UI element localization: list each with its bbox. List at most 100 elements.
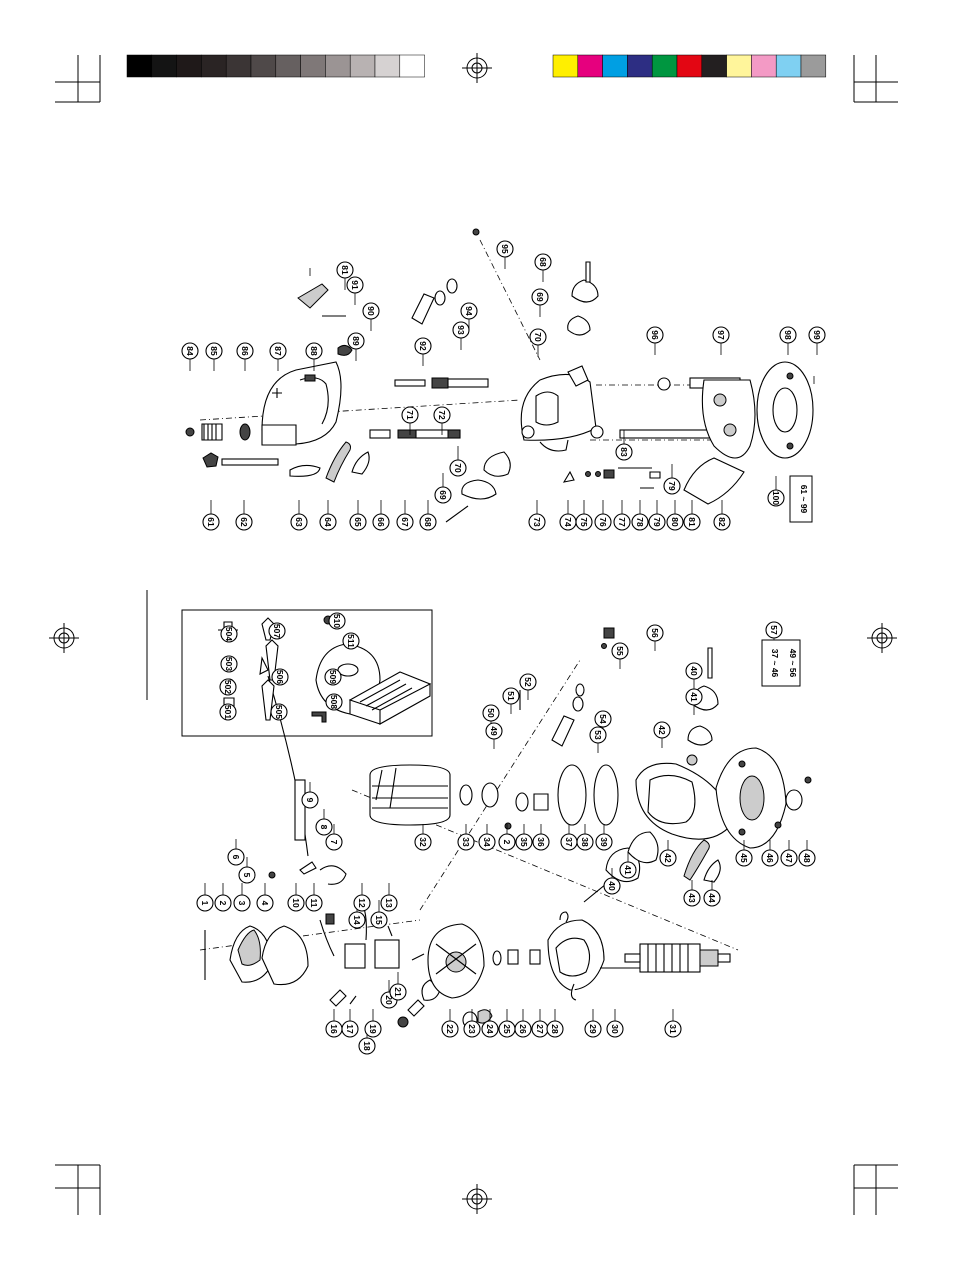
color-swatch: [800, 54, 827, 78]
svg-text:26: 26: [518, 1024, 528, 1034]
svg-text:510: 510: [332, 614, 342, 628]
callout-lower-18: 18: [358, 1037, 376, 1055]
svg-text:23: 23: [467, 1024, 477, 1034]
svg-text:39: 39: [599, 837, 609, 847]
callout-lower-7: 7: [325, 833, 343, 851]
callout-lower-23: 23: [463, 1020, 481, 1038]
gray-swatch: [275, 54, 301, 78]
svg-text:91: 91: [350, 280, 360, 290]
svg-text:27: 27: [535, 1024, 545, 1034]
svg-text:79: 79: [652, 517, 662, 527]
svg-text:100: 100: [771, 491, 781, 505]
svg-text:87: 87: [273, 346, 283, 356]
part-35-bearing: [515, 792, 529, 812]
color-swatch: [627, 54, 653, 78]
svg-text:25: 25: [502, 1024, 512, 1034]
callout-lower-53: 53: [589, 726, 607, 744]
callout-lower-35: 35: [515, 833, 533, 851]
part-84-nut: [185, 427, 195, 437]
svg-text:44: 44: [707, 893, 717, 903]
callout-lower-12: 12: [353, 894, 371, 912]
callout-upper-89: 89: [347, 332, 365, 350]
svg-text:36: 36: [536, 837, 546, 847]
svg-text:75: 75: [579, 517, 589, 527]
part-85-collet: [201, 423, 223, 441]
part-31-armature: [624, 943, 731, 973]
color-swatch: [751, 54, 777, 78]
callout-lower-36: 36: [532, 833, 550, 851]
svg-text:11: 11: [309, 899, 319, 908]
color-swatch: [726, 54, 752, 78]
callout-lower-54: 54: [594, 710, 612, 728]
callout-lower-16: 16: [325, 1020, 343, 1038]
svg-text:1: 1: [200, 901, 210, 906]
svg-text:40: 40: [689, 666, 699, 676]
svg-text:506: 506: [275, 670, 285, 684]
svg-text:88: 88: [309, 346, 319, 356]
color-swatch: [701, 54, 727, 78]
svg-text:14: 14: [352, 915, 362, 925]
svg-text:68: 68: [538, 257, 548, 267]
part-71-pin: [394, 379, 426, 387]
svg-text:6: 6: [231, 855, 241, 860]
svg-text:69: 69: [535, 292, 545, 302]
part-61-knob: [202, 452, 219, 468]
part-14-switch: [344, 943, 366, 969]
part-16-brush-holder: [329, 989, 347, 1007]
callout-lower-1: 1: [196, 894, 214, 912]
svg-text:80: 80: [670, 517, 680, 527]
callout-upper-73: 73: [528, 513, 546, 531]
callout-lower-28: 28: [546, 1020, 564, 1038]
svg-text:99: 99: [812, 330, 822, 340]
part-19-brush: [407, 999, 425, 1017]
callout-upper-83: 83: [615, 443, 633, 461]
svg-text:4: 4: [260, 901, 270, 906]
part-55-ball: [601, 643, 607, 649]
part-42-nut-lower: [627, 831, 659, 864]
callout-lower-25: 25: [498, 1020, 516, 1038]
lower-group-box: 37 ~ 46 49 ~ 56: [761, 639, 801, 687]
gray-swatch: [399, 54, 425, 78]
part-15-bracket: [374, 939, 400, 969]
callout-upper-69: 69: [531, 288, 549, 306]
callout-lower-30: 30: [606, 1020, 624, 1038]
callout-upper-77: 77: [613, 513, 631, 531]
svg-text:8: 8: [319, 825, 329, 830]
gray-swatch: [176, 54, 202, 78]
callout-upper-97: 97: [712, 326, 730, 344]
part-93-washer: [434, 290, 446, 306]
part-40-bolt-lower: [583, 883, 607, 903]
svg-text:93: 93: [456, 325, 466, 335]
svg-text:22: 22: [445, 1024, 455, 1034]
gray-swatch: [325, 54, 351, 78]
svg-text:507: 507: [272, 624, 282, 638]
callout-lower-3: 3: [233, 894, 251, 912]
color-swatch: [602, 54, 628, 78]
svg-text:73: 73: [532, 517, 542, 527]
upper-assembly: [185, 228, 815, 523]
svg-text:24: 24: [485, 1024, 495, 1034]
svg-text:32: 32: [418, 837, 428, 847]
callout-lower-42: 42: [653, 721, 671, 739]
part-44-cover: [703, 859, 721, 883]
svg-text:61: 61: [206, 517, 216, 527]
callout-upper-85: 85: [205, 342, 223, 360]
svg-text:77: 77: [617, 517, 627, 527]
part-96-ring-b: [657, 377, 671, 391]
lower-group-range-a: 37 ~ 46: [770, 649, 780, 678]
callout-upper-81: 81: [683, 513, 701, 531]
part-62-rod: [221, 458, 279, 466]
part-42-nut-upper: [687, 725, 713, 746]
svg-text:2: 2: [502, 840, 512, 845]
svg-text:86: 86: [240, 346, 250, 356]
upper-group-box: 61 ~ 99: [789, 475, 813, 523]
callout-lower-42: 42: [659, 849, 677, 867]
callout-upper-71: 71: [401, 406, 419, 424]
callout-upper-98: 98: [779, 326, 797, 344]
lower-group-range-b: 49 ~ 56: [788, 649, 798, 678]
part-66-sleeve: [369, 429, 391, 439]
svg-text:65: 65: [353, 517, 363, 527]
callout-upper-62: 62: [235, 513, 253, 531]
callout-lower-8: 8: [315, 818, 333, 836]
part-22-bracket-housing: [427, 923, 485, 999]
